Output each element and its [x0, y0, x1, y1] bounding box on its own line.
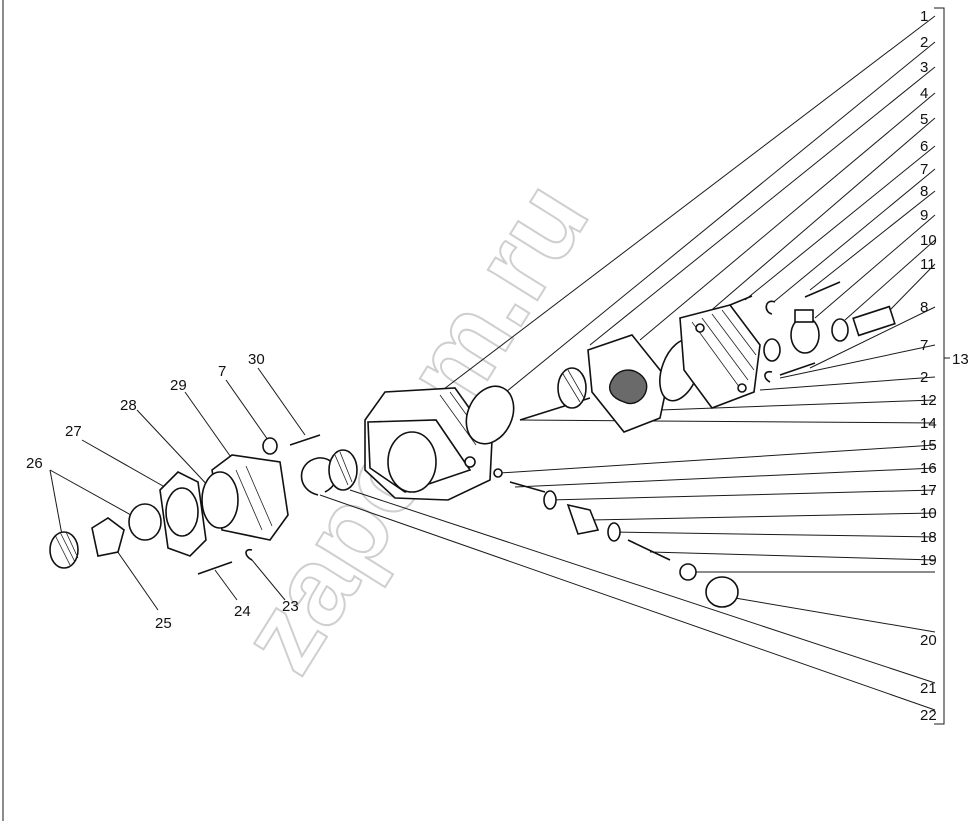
front-gasket	[159, 471, 207, 557]
callout-label: 20	[920, 632, 937, 649]
callout-label: 1	[920, 8, 928, 25]
callout-label: 8	[920, 299, 928, 316]
callout-label: 30	[248, 351, 265, 368]
callout-label: 15	[920, 437, 937, 454]
drive-gear-shaft	[519, 367, 591, 421]
top-bolt-left	[262, 434, 321, 455]
callout-label: 3	[920, 59, 928, 76]
spline-coupling	[49, 531, 79, 569]
leader-lines	[49, 15, 936, 711]
callout-label: 7	[920, 161, 928, 178]
callout-label: 10	[920, 232, 937, 249]
housing-o-ring	[465, 385, 515, 445]
callout-label: 5	[920, 111, 928, 128]
callout-label: 29	[170, 377, 187, 394]
callout-label: 10	[920, 505, 937, 522]
callout-label: 22	[920, 707, 937, 724]
callout-label: 12	[920, 392, 937, 409]
top-bolt	[804, 281, 841, 298]
callout-label: 8	[920, 183, 928, 200]
callout-labels: 1 2 3 4 5 6 7 8 9 10 11 8 7 2 12 14 15 1…	[26, 8, 937, 724]
callout-label: 17	[920, 482, 937, 499]
callout-label: 2	[920, 34, 928, 51]
coupling-hub	[91, 503, 162, 557]
small-pin	[729, 295, 753, 306]
callout-label: 11	[920, 256, 936, 273]
washer-ring	[763, 318, 849, 362]
callout-label: 7	[920, 337, 928, 354]
callout-label: 18	[920, 529, 937, 546]
callout-label: 4	[920, 85, 928, 102]
hollow-bolt	[852, 305, 896, 337]
lower-bolt-left	[197, 548, 253, 575]
middle-plate	[587, 334, 669, 433]
callout-label: 23	[282, 598, 299, 615]
callout-label: 9	[920, 207, 928, 224]
pump-housing	[364, 387, 493, 501]
group-bracket	[934, 7, 945, 725]
callout-label: 21	[920, 680, 937, 697]
callout-label: 7	[218, 363, 226, 380]
callout-label: 2	[920, 369, 928, 386]
front-flange	[201, 454, 289, 541]
callout-label: 24	[234, 603, 251, 620]
lower-bolt	[764, 362, 816, 383]
bearing	[328, 449, 358, 491]
retaining-clip-top	[765, 300, 776, 315]
callout-label: 27	[65, 423, 82, 440]
valve-assembly	[493, 468, 739, 608]
callout-label: 6	[920, 138, 928, 155]
callout-label: 26	[26, 455, 43, 472]
fitting	[790, 309, 820, 354]
callout-label: 25	[155, 615, 172, 632]
group-label: 13	[952, 351, 969, 368]
callout-label: 28	[120, 397, 137, 414]
callout-label: 19	[920, 552, 937, 569]
callout-label: 16	[920, 460, 937, 477]
callout-label: 14	[920, 415, 937, 432]
rear-cover	[679, 304, 761, 409]
